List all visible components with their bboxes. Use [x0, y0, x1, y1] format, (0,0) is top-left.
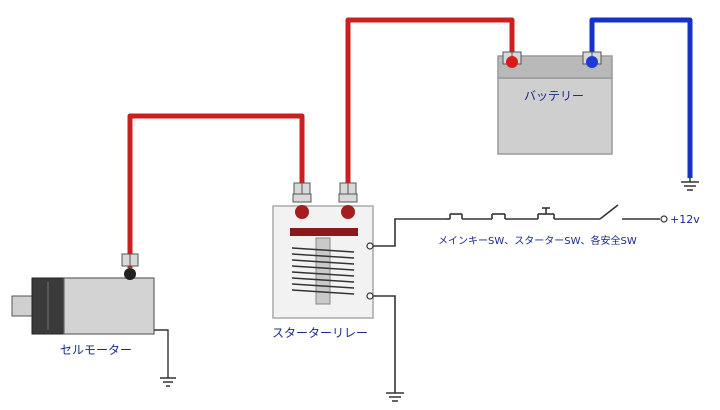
- wire-control-top: [373, 218, 446, 247]
- ground-icon: [160, 377, 176, 387]
- supply-terminal: [660, 215, 668, 223]
- relay-label: スターターリレー: [272, 326, 368, 340]
- relay-terminal-right: [338, 182, 358, 219]
- motor-body: [63, 277, 155, 335]
- relay-terminal-left: [292, 182, 312, 219]
- motor-terminal: [121, 253, 139, 280]
- battery-negative-terminal: [582, 51, 602, 68]
- relay-coil-terminal-bottom: [366, 292, 374, 300]
- relay-coil-terminal-top: [366, 242, 374, 250]
- wire-battery-negative: [589, 17, 693, 178]
- wire-control-bottom: [373, 295, 396, 393]
- switch-icon: [446, 204, 660, 220]
- wire-motor-ground: [154, 329, 169, 378]
- switches-label: メインキーSW、スターターSW、各安全SW: [438, 234, 637, 247]
- relay-plunger: [315, 237, 331, 305]
- relay-contact-plate: [290, 228, 358, 236]
- wire-battery-to-relay: [345, 17, 515, 196]
- battery-positive-terminal: [502, 51, 522, 68]
- battery: バッテリー: [497, 51, 613, 155]
- wire-relay-to-motor: [127, 113, 305, 268]
- battery-body: [497, 77, 613, 155]
- supply-label: +12v: [670, 213, 700, 226]
- starter-motor: セルモーター: [11, 253, 176, 387]
- ground-icon: [681, 178, 699, 191]
- motor-shaft: [11, 295, 33, 317]
- battery-label: バッテリー: [524, 89, 584, 103]
- motor-label: セルモーター: [60, 343, 132, 357]
- ground-icon: [386, 392, 404, 402]
- starter-relay: スターターリレー: [272, 182, 374, 340]
- coil-icon: [291, 247, 355, 295]
